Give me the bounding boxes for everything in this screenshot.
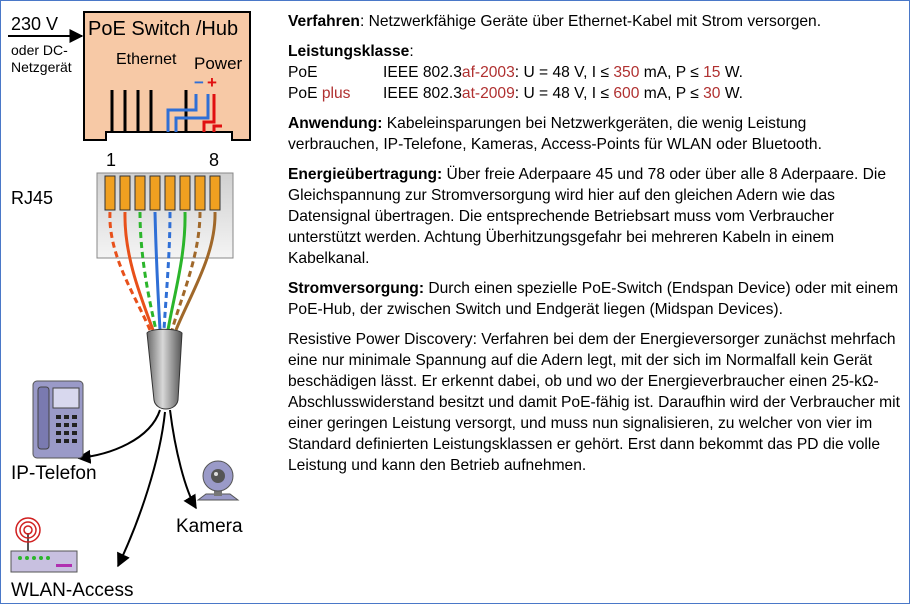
class-table: PoE IEEE 802.3af-2003: U = 48 V, I ≤ 350… bbox=[288, 62, 743, 104]
class-power: 30 bbox=[703, 85, 721, 102]
section-verfahren: Verfahren: Netzwerkfähige Geräte über Et… bbox=[288, 11, 900, 32]
anwendung-title: Anwendung: bbox=[288, 115, 383, 132]
class-standard-code: af-2003 bbox=[461, 64, 515, 81]
minus-sign: − bbox=[194, 73, 204, 92]
class-name-suffix: plus bbox=[321, 85, 351, 102]
section-energieuebertragung: Energieübertragung: Über freie Aderpaare… bbox=[288, 164, 900, 269]
camera-icon bbox=[196, 460, 240, 501]
energie-title: Energieübertragung: bbox=[288, 166, 443, 183]
class-standard-prefix: IEEE 802.3 bbox=[383, 85, 462, 102]
class-row: PoE plus IEEE 802.3at-2009: U = 48 V, I … bbox=[288, 83, 743, 104]
section-leistungsklasse: Leistungsklasse: PoE IEEE 802.3af-2003: … bbox=[288, 41, 900, 104]
description-text: Verfahren: Netzwerkfähige Geräte über Et… bbox=[288, 11, 900, 485]
poe-diagram bbox=[8, 11, 251, 573]
class-current: 350 bbox=[613, 64, 640, 81]
input-alt-label: oder DC- bbox=[11, 42, 68, 58]
rj45-label: RJ45 bbox=[11, 188, 54, 208]
class-name: PoE bbox=[288, 85, 322, 102]
section-resistive-discovery: Resistive Power Discovery: Verfahren bei… bbox=[288, 329, 900, 476]
resistive-body: Resistive Power Discovery: Verfahren bei… bbox=[288, 331, 900, 474]
internal-wiring-blue bbox=[166, 94, 210, 132]
anwendung-body: Kabeleinsparungen bei Netzwerkgeräten, d… bbox=[288, 115, 822, 153]
class-formula: mA, P ≤ bbox=[639, 85, 704, 102]
ethernet-ports bbox=[110, 90, 188, 132]
input-voltage-label: 230 V bbox=[11, 14, 59, 34]
class-name: PoE bbox=[288, 64, 318, 81]
ip-phone-label: IP-Telefon bbox=[11, 463, 97, 484]
phone-icon bbox=[32, 380, 84, 459]
class-formula: : U = 48 V, I ≤ bbox=[514, 64, 614, 81]
pin-first-label: 1 bbox=[106, 150, 117, 170]
class-formula: W. bbox=[720, 85, 744, 102]
pin-last-label: 8 bbox=[209, 150, 220, 170]
cable-jacket bbox=[146, 328, 183, 410]
input-alt2-label: Netzgerät bbox=[11, 59, 72, 75]
switch-title: PoE Switch /Hub bbox=[88, 18, 239, 40]
energie-body: Über freie Aderpaare 45 und 78 oder über… bbox=[288, 166, 887, 267]
cable-wires bbox=[108, 211, 217, 331]
section-stromversorgung: Stromversorgung: Durch einen spezielle P… bbox=[288, 278, 900, 320]
camera-label: Kamera bbox=[176, 516, 243, 537]
class-standard-code: at-2009 bbox=[461, 85, 515, 102]
section-anwendung: Anwendung: Kabeleinsparungen bei Netzwer… bbox=[288, 113, 900, 155]
ethernet-label: Ethernet bbox=[116, 51, 177, 68]
strom-body: Durch einen spezielle PoE-Switch (Endspa… bbox=[288, 280, 899, 318]
class-standard-prefix: IEEE 802.3 bbox=[383, 64, 462, 81]
class-formula: : U = 48 V, I ≤ bbox=[514, 85, 614, 102]
verfahren-title: Verfahren bbox=[288, 13, 360, 30]
verfahren-body: : Netzwerkfähige Geräte über Ethernet-Ka… bbox=[359, 13, 822, 30]
wlan-access-label: WLAN-Access bbox=[11, 580, 134, 601]
class-row: PoE IEEE 802.3af-2003: U = 48 V, I ≤ 350… bbox=[288, 62, 743, 83]
class-current: 600 bbox=[613, 85, 640, 102]
class-power: 15 bbox=[703, 64, 721, 81]
rj45-pins bbox=[104, 175, 221, 211]
leistung-title: Leistungsklasse bbox=[288, 43, 410, 60]
power-label: Power bbox=[194, 54, 243, 73]
strom-title: Stromversorgung: bbox=[288, 280, 425, 297]
leistung-colon: : bbox=[409, 43, 414, 60]
device-branches bbox=[76, 409, 197, 568]
class-formula: W. bbox=[720, 64, 744, 81]
router-icon bbox=[10, 517, 78, 573]
internal-wiring-red bbox=[202, 94, 222, 132]
plus-sign: + bbox=[207, 73, 217, 92]
class-formula: mA, P ≤ bbox=[639, 64, 704, 81]
